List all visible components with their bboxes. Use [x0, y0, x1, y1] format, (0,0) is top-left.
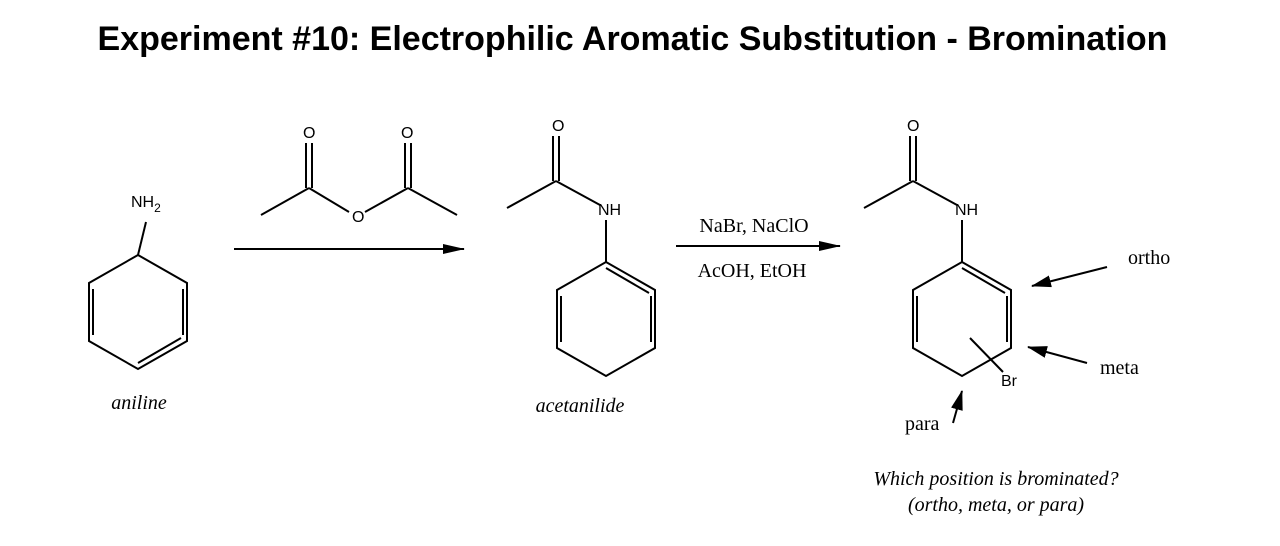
aniline-structure: NH2 — [88, 194, 188, 371]
para-label: para — [905, 413, 940, 435]
page-title: Experiment #10: Electrophilic Aromatic S… — [97, 20, 1168, 58]
product-oxygen: O — [907, 118, 919, 135]
bromine-bond — [969, 337, 1004, 373]
acetic-anhydride-structure: O O O — [260, 125, 458, 226]
meta-label: meta — [1100, 357, 1139, 379]
acetanilide-name: acetanilide — [536, 395, 625, 417]
acetanilide-structure: O NH — [506, 118, 656, 378]
reagents-line-1: NaBr, NaClO — [699, 215, 808, 237]
product-nh: NH — [955, 202, 978, 219]
acetanilide-oxygen: O — [552, 118, 564, 135]
aniline-nh2-label: NH2 — [131, 194, 161, 215]
ortho-label: ortho — [1128, 247, 1170, 269]
question-line-2: (ortho, meta, or para) — [908, 494, 1084, 516]
anhydride-oxygen-bridge: O — [352, 209, 364, 226]
anhydride-oxygen-left: O — [303, 125, 315, 142]
acetanilide-nh: NH — [598, 202, 621, 219]
reagents-line-2: AcOH, EtOH — [698, 260, 807, 282]
meta-arrow — [1027, 346, 1088, 364]
ortho-arrow — [1031, 266, 1108, 288]
product-structure: O NH Br — [863, 118, 1018, 390]
anhydride-oxygen-right: O — [401, 125, 413, 142]
aniline-name: aniline — [111, 392, 167, 414]
question-line-1: Which position is brominated? — [873, 468, 1118, 490]
para-arrow — [951, 390, 963, 424]
product-bromine: Br — [1001, 373, 1018, 390]
